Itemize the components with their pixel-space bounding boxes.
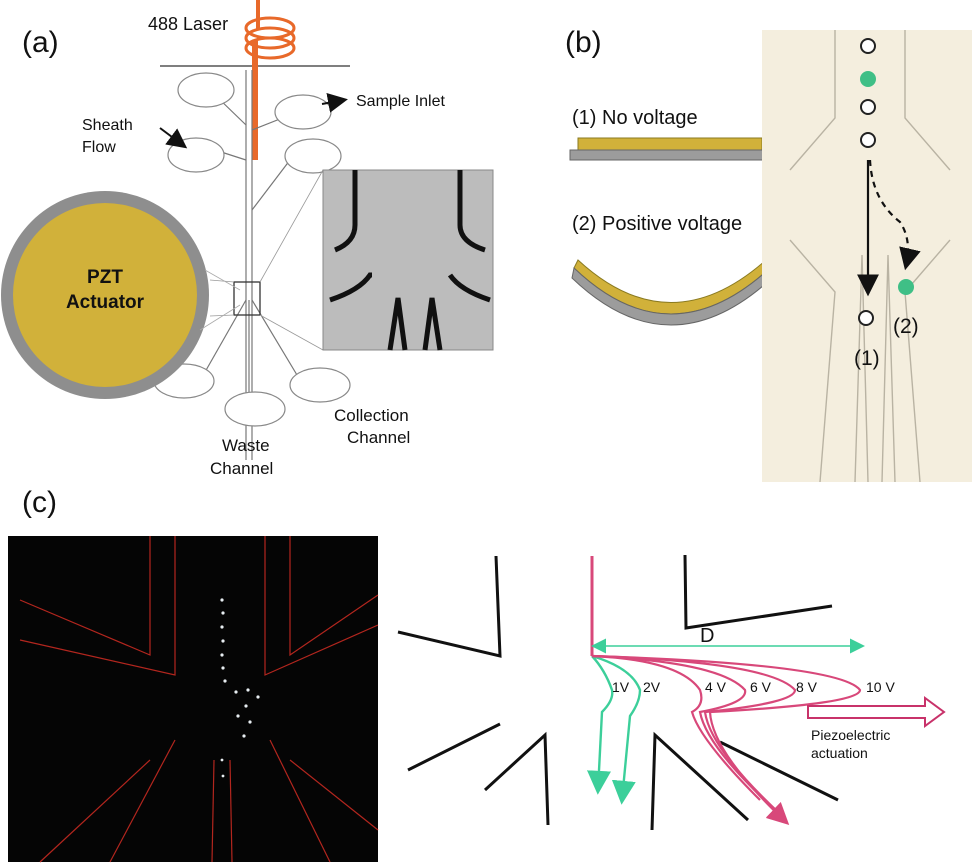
low-voltage-trajectories xyxy=(586,654,642,805)
waste-label-line2: Channel xyxy=(210,459,273,478)
zoom-projection-lines xyxy=(209,169,324,351)
distance-label: D xyxy=(700,625,714,647)
pzt-disc xyxy=(13,203,197,387)
voltage-labels: 1V 2V 4 V 6 V 8 V 10 V xyxy=(612,679,895,695)
cell-labeled xyxy=(898,279,914,295)
reservoir-waste xyxy=(224,391,286,427)
flat-actuator-base xyxy=(569,149,771,161)
laser-coil-icon xyxy=(244,0,296,60)
path-2-label: (2) xyxy=(893,315,919,338)
trajectory-1v xyxy=(586,655,614,795)
trajectory-10v xyxy=(591,654,862,826)
sample-inlet-label: Sample Inlet xyxy=(356,93,445,110)
collection-label-line1: Collection xyxy=(334,406,409,425)
micrograph-channel-walls xyxy=(19,536,379,863)
pzt-label-line2: Actuator xyxy=(66,292,145,313)
cell-labeled xyxy=(860,71,876,87)
state-positive-voltage-label: (2) Positive voltage xyxy=(572,213,742,235)
cell-unlabeled xyxy=(858,310,874,326)
actuation-arrow-icon xyxy=(807,696,946,728)
collection-label-line2: Channel xyxy=(347,428,410,447)
cells xyxy=(858,38,914,326)
reservoirs xyxy=(153,72,351,427)
panel-a-label: (a) xyxy=(22,26,59,59)
cell-unlabeled xyxy=(860,38,876,54)
sheath-arrow xyxy=(159,127,188,149)
cell-unlabeled xyxy=(860,99,876,115)
voltage-label: 2V xyxy=(643,679,661,695)
sheath-label-line1: Sheath xyxy=(82,117,133,134)
bent-actuator-top xyxy=(573,259,771,315)
pzt-label-line1: PZT xyxy=(87,267,123,288)
panel-c-label: (c) xyxy=(22,486,57,519)
reservoir-sheath-top-left xyxy=(177,72,235,108)
micrograph xyxy=(8,536,379,863)
reservoir-collection xyxy=(289,367,351,403)
panel-a: (a) 488 Laser xyxy=(1,0,494,478)
flat-actuator-top xyxy=(577,137,763,151)
voltage-label: 1V xyxy=(612,679,630,695)
voltage-label: 8 V xyxy=(796,679,818,695)
state-no-voltage-label: (1) No voltage xyxy=(572,107,698,129)
laser-label: 488 Laser xyxy=(148,14,228,34)
zoom-box xyxy=(233,281,261,316)
micrograph-cell-stream xyxy=(220,598,260,778)
high-voltage-trajectories xyxy=(591,654,862,826)
cell-unlabeled xyxy=(860,132,876,148)
voltage-label: 4 V xyxy=(705,679,727,695)
reservoir-sheath-left xyxy=(167,137,225,173)
schematic-channel-walls xyxy=(397,554,839,831)
bent-actuator-base xyxy=(571,267,773,326)
trajectory-4v xyxy=(591,654,761,801)
magnified-inset xyxy=(322,169,494,351)
trajectory-8v xyxy=(591,654,797,813)
deflected-trajectory-arrow xyxy=(868,159,921,271)
sample-inlet-arrow xyxy=(321,93,348,113)
reservoir-sheath-right xyxy=(284,138,342,174)
panel-b-label: (b) xyxy=(565,26,602,59)
actuation-label-line2: actuation xyxy=(811,745,868,761)
panel-c: (c) xyxy=(8,486,946,863)
reservoir-sample-inlet xyxy=(274,94,332,130)
sheath-label-line2: Flow xyxy=(82,139,116,156)
trajectory-6v xyxy=(591,654,771,806)
panel-b: (b) (1) No voltage (2) Positive voltage xyxy=(565,26,972,483)
actuation-label-line1: Piezoelectric xyxy=(811,727,890,743)
waste-label-line1: Waste xyxy=(222,436,270,455)
voltage-label: 10 V xyxy=(866,679,895,695)
path-1-label: (1) xyxy=(854,347,880,370)
voltage-label: 6 V xyxy=(750,679,772,695)
trajectory-2v xyxy=(591,654,642,805)
deflection-schematic: D 1V 2V 4 V 6 V 8 V 10 V xyxy=(397,554,946,831)
